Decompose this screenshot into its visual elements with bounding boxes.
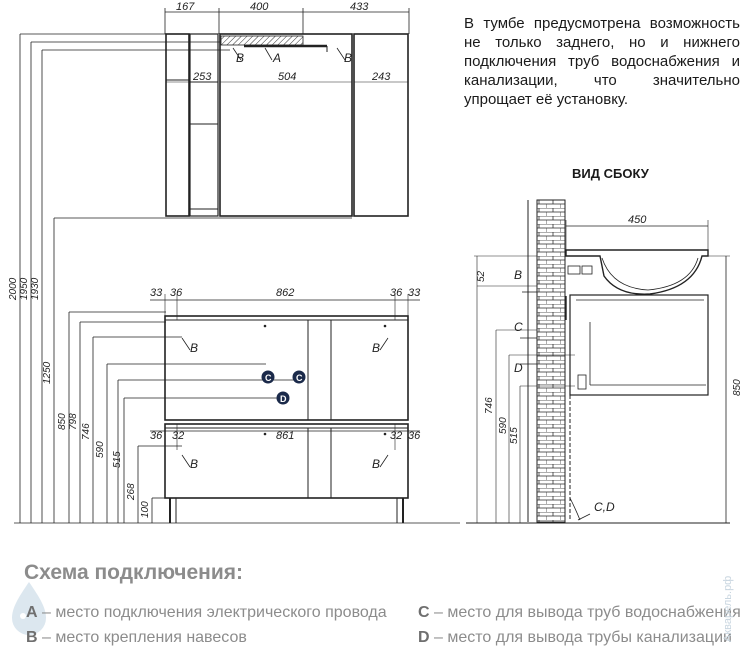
side-height-850: 850 xyxy=(732,379,743,396)
dim-33-right: 33 xyxy=(408,287,421,299)
side-marker-c: C xyxy=(514,320,523,334)
height-798: 798 xyxy=(68,413,79,430)
width-400: 400 xyxy=(250,1,269,13)
inner-width-253: 253 xyxy=(192,71,212,83)
dim-33-left: 33 xyxy=(150,287,163,299)
side-height-515: 515 xyxy=(509,427,520,444)
legend-title: Схема подключения: xyxy=(24,561,244,584)
width-167: 167 xyxy=(176,1,195,13)
base-cabinet xyxy=(150,294,420,523)
marker-b-upper-left: B xyxy=(190,341,198,355)
marker-b-lower-right: B xyxy=(372,457,380,471)
height-268: 268 xyxy=(126,483,137,501)
height-590: 590 xyxy=(95,441,106,458)
legend-item-b: B – место крепления навесов xyxy=(26,629,247,647)
inner-width-243: 243 xyxy=(371,71,391,83)
dim-36-left: 36 xyxy=(170,287,183,299)
description-text: В тумбе предусмотрена возможность не тол… xyxy=(464,15,740,108)
legend-item-c: C – место для вывода труб водоснабжения xyxy=(418,604,741,622)
connection-markers: C C D xyxy=(261,370,306,405)
dim-861: 861 xyxy=(276,430,294,442)
marker-b-top-left: B xyxy=(236,51,244,65)
dim-36-lower-right: 36 xyxy=(408,430,421,442)
marker-b-lower-left: B xyxy=(190,457,198,471)
dim-36-right: 36 xyxy=(390,287,403,299)
marker-b-top-right: B xyxy=(344,51,352,65)
dim-32-lower-left: 32 xyxy=(172,430,184,442)
height-leaders xyxy=(14,33,460,524)
legend-text-b: – место крепления навесов xyxy=(37,629,247,646)
marker-c1: C xyxy=(265,373,272,383)
side-view-title: ВИД СБОКУ xyxy=(572,166,649,181)
height-1930: 1930 xyxy=(30,277,41,300)
watermark-text: Акварель.рф xyxy=(722,575,734,642)
legend-code-d: D xyxy=(418,629,430,646)
mirror-cabinet xyxy=(164,8,410,217)
width-433: 433 xyxy=(350,1,369,13)
side-view xyxy=(466,199,730,524)
height-labels: 2000 1950 1930 1250 850 798 746 590 515 … xyxy=(8,277,151,518)
marker-c2: C xyxy=(296,373,303,383)
legend-item-d: D – место для вывода трубы канализации xyxy=(418,629,732,647)
legend-text-d: – место для вывода трубы канализации xyxy=(429,629,732,646)
side-marker-b: B xyxy=(514,268,522,282)
height-515: 515 xyxy=(112,451,123,468)
legend-text-a: – место подключения электрического прово… xyxy=(37,604,387,621)
dim-36-lower-left: 36 xyxy=(150,430,163,442)
height-100: 100 xyxy=(140,501,151,518)
height-746: 746 xyxy=(81,423,92,440)
side-marker-d: D xyxy=(514,361,523,375)
inner-width-504: 504 xyxy=(278,71,296,83)
marker-a: A xyxy=(272,51,281,65)
height-1250: 1250 xyxy=(42,361,53,384)
legend-code-c: C xyxy=(418,604,430,621)
dim-32-lower-right: 32 xyxy=(390,430,402,442)
legend-code-a: A xyxy=(26,604,38,621)
side-height-590: 590 xyxy=(498,417,509,434)
height-1950: 1950 xyxy=(19,277,30,300)
side-depth-450: 450 xyxy=(628,214,647,226)
legend-code-b: B xyxy=(26,629,38,646)
marker-b-upper-right: B xyxy=(372,341,380,355)
legend-text-c: – место для вывода труб водоснабжения xyxy=(429,604,741,621)
legend-item-a: A – место подключения электрического про… xyxy=(26,604,387,622)
height-850: 850 xyxy=(57,413,68,430)
height-2000: 2000 xyxy=(8,277,19,301)
side-marker-cd: C,D xyxy=(594,500,615,514)
dim-862: 862 xyxy=(276,287,294,299)
side-height-746: 746 xyxy=(484,397,495,414)
side-offset-52: 52 xyxy=(476,270,487,282)
droplet-logo-icon xyxy=(12,582,46,635)
marker-d: D xyxy=(280,394,287,404)
